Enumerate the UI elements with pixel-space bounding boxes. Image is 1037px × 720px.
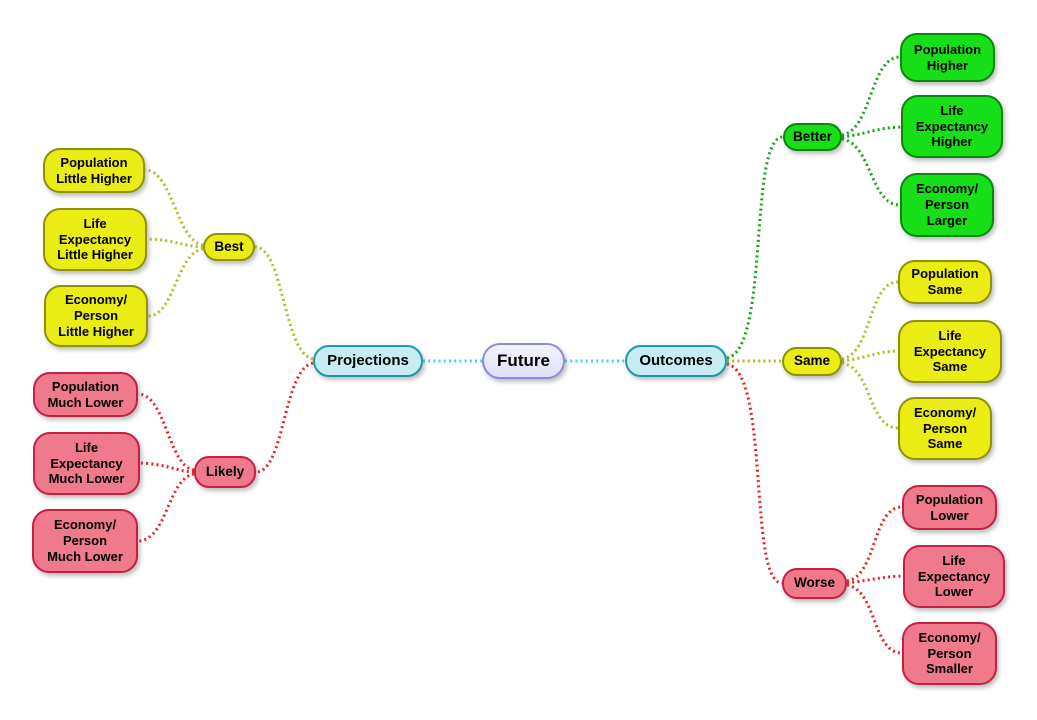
node-future[interactable]: Future [482,343,565,379]
connector-best-population [144,168,204,247]
connector-worse-population [846,505,903,583]
node-projections[interactable]: Projections [313,345,423,377]
connector-projections-likely [255,361,314,474]
node-best[interactable]: Best [203,233,255,261]
connector-best-economy [147,247,204,318]
node-population-much-lower[interactable]: Population Much Lower [33,372,138,417]
connector-better-life-expectancy [841,125,902,139]
connector-worse-economy [846,583,903,655]
node-economy-person-larger[interactable]: Economy/ Person Larger [900,173,994,237]
node-outcomes[interactable]: Outcomes [625,345,727,377]
node-life-expectancy-same[interactable]: Life Expectancy Same [898,320,1002,383]
node-economy-person-much-lower[interactable]: Economy/ Person Much Lower [32,509,138,573]
node-better[interactable]: Better [783,123,842,151]
node-likely[interactable]: Likely [194,456,256,488]
connector-projections-best [254,245,314,361]
connector-same-population [841,280,899,361]
connector-likely-population [137,392,195,472]
node-economy-person-little-higher[interactable]: Economy/ Person Little Higher [44,285,148,347]
connector-outcomes-better [726,135,784,360]
connector-best-life-expectancy [146,237,204,249]
connector-better-economy [841,137,901,207]
node-life-expectancy-lower[interactable]: Life Expectancy Lower [903,545,1005,608]
connector-outcomes-worse [726,362,783,585]
node-life-expectancy-much-lower[interactable]: Life Expectancy Much Lower [33,432,140,495]
node-economy-person-same[interactable]: Economy/ Person Same [898,397,992,460]
node-population-same[interactable]: Population Same [898,260,992,304]
node-life-expectancy-higher[interactable]: Life Expectancy Higher [901,95,1003,158]
connector-same-life-expectancy [841,349,899,363]
node-life-expectancy-little-higher[interactable]: Life Expectancy Little Higher [43,208,147,271]
connector-likely-life-expectancy [139,461,195,474]
connector-same-economy [841,361,899,430]
node-population-little-higher[interactable]: Population Little Higher [43,148,145,193]
node-economy-person-smaller[interactable]: Economy/ Person Smaller [902,622,997,685]
node-population-lower[interactable]: Population Lower [902,485,997,530]
connector-likely-economy [137,472,195,543]
node-same[interactable]: Same [782,347,842,376]
connector-better-population [841,55,901,137]
node-worse[interactable]: Worse [782,568,847,599]
node-population-higher[interactable]: Population Higher [900,33,995,82]
connector-worse-life-expectancy [846,574,904,585]
